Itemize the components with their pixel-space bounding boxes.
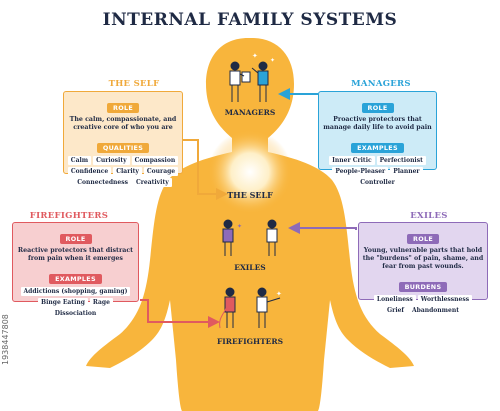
list-item: People-Pleaser: [332, 166, 389, 176]
managers-figure-label: MANAGERS: [224, 108, 276, 117]
svg-text:✦: ✦: [237, 223, 242, 230]
self-role-label: ROLE: [107, 103, 139, 113]
list-item: Rage: [89, 297, 113, 307]
svg-text:✦: ✦: [270, 57, 275, 64]
svg-text:✦: ✦: [252, 52, 258, 60]
list-item: Abandonment: [409, 305, 462, 315]
firefighters-figures: ✦: [219, 287, 282, 329]
page-title: INTERNAL FAMILY SYSTEMS: [102, 10, 398, 30]
list-item: Inner Critic: [329, 155, 375, 165]
list-item: Dissociation: [51, 308, 100, 318]
svg-text:✦: ✦: [276, 290, 282, 298]
managers-examples-label: EXAMPLES: [351, 142, 404, 153]
list-item: Compassion: [131, 155, 179, 165]
exiles-figure-label: EXILES: [234, 263, 266, 272]
exiles-role-text: Young, vulnerable parts that hold the "b…: [362, 247, 484, 270]
exiles-connector: [288, 222, 357, 234]
list-item: Curiosity: [93, 155, 130, 165]
managers-role-text: Proactive protectors that manage daily l…: [323, 116, 432, 131]
self-qualities-list: Calm Curiosity Compassion Confidence Cla…: [67, 155, 179, 187]
list-item: Courage: [143, 166, 179, 176]
list-item: Clarity: [113, 166, 142, 176]
exiles-figures: ✦: [222, 219, 278, 256]
exiles-section-title: EXILES: [410, 211, 448, 221]
firefighters-panel: ROLE Reactive protectors that distract f…: [12, 222, 139, 318]
firefighters-figure-label: FIREFIGHTERS: [216, 337, 284, 346]
list-item: Calm: [67, 155, 92, 165]
self-figure-label: THE SELF: [227, 190, 273, 200]
list-item: Grief: [384, 305, 407, 315]
body-shape: [86, 38, 414, 411]
managers-panel: ROLE Proactive protectors that manage da…: [318, 91, 437, 187]
list-item: Binge Eating: [38, 297, 88, 307]
self-glow: [208, 130, 292, 214]
firefighters-role-text: Reactive protectors that distract from p…: [17, 247, 134, 262]
list-item: Worthlessness: [417, 294, 473, 304]
firefighters-role-label: ROLE: [59, 234, 92, 244]
managers-role-label: ROLE: [361, 103, 394, 113]
exiles-burdens-list: Loneliness Worthlessness Grief Abandonme…: [362, 294, 484, 315]
exiles-role-label: ROLE: [407, 234, 439, 244]
self-section-title: THE SELF: [108, 79, 160, 89]
managers-figures: ✦ ✦: [229, 52, 275, 102]
list-item: Connectedness: [74, 177, 131, 187]
list-item: Perfectionist: [376, 155, 426, 165]
self-panel: ROLE The calm, compassionate, and creati…: [63, 91, 183, 187]
firefighters-section-title: FIREFIGHTERS: [29, 211, 109, 221]
list-item: Confidence: [67, 166, 112, 176]
list-item: Addictions (shopping, gaming): [20, 286, 131, 296]
self-role-text: The calm, compassionate, and creative co…: [69, 116, 177, 131]
managers-examples-list: Inner Critic Perfectionist People-Please…: [322, 155, 433, 187]
firefighters-examples-list: Addictions (shopping, gaming) Binge Eati…: [16, 286, 135, 318]
exiles-burdens-label: BURDENS: [398, 281, 448, 292]
firefighters-examples-label: EXAMPLES: [49, 273, 102, 284]
firefighters-connector: [140, 299, 220, 328]
watermark-id: 1938447808: [1, 314, 10, 365]
list-item: Loneliness: [373, 294, 416, 304]
list-item: Creativity: [132, 177, 172, 187]
list-item: Planner: [390, 166, 423, 176]
exiles-panel: ROLE Young, vulnerable parts that hold t…: [358, 222, 488, 315]
managers-section-title: MANAGERS: [351, 79, 411, 89]
list-item: Controller: [357, 177, 398, 187]
self-qualities-label: QUALITIES: [96, 142, 150, 153]
self-connector: [182, 139, 228, 200]
